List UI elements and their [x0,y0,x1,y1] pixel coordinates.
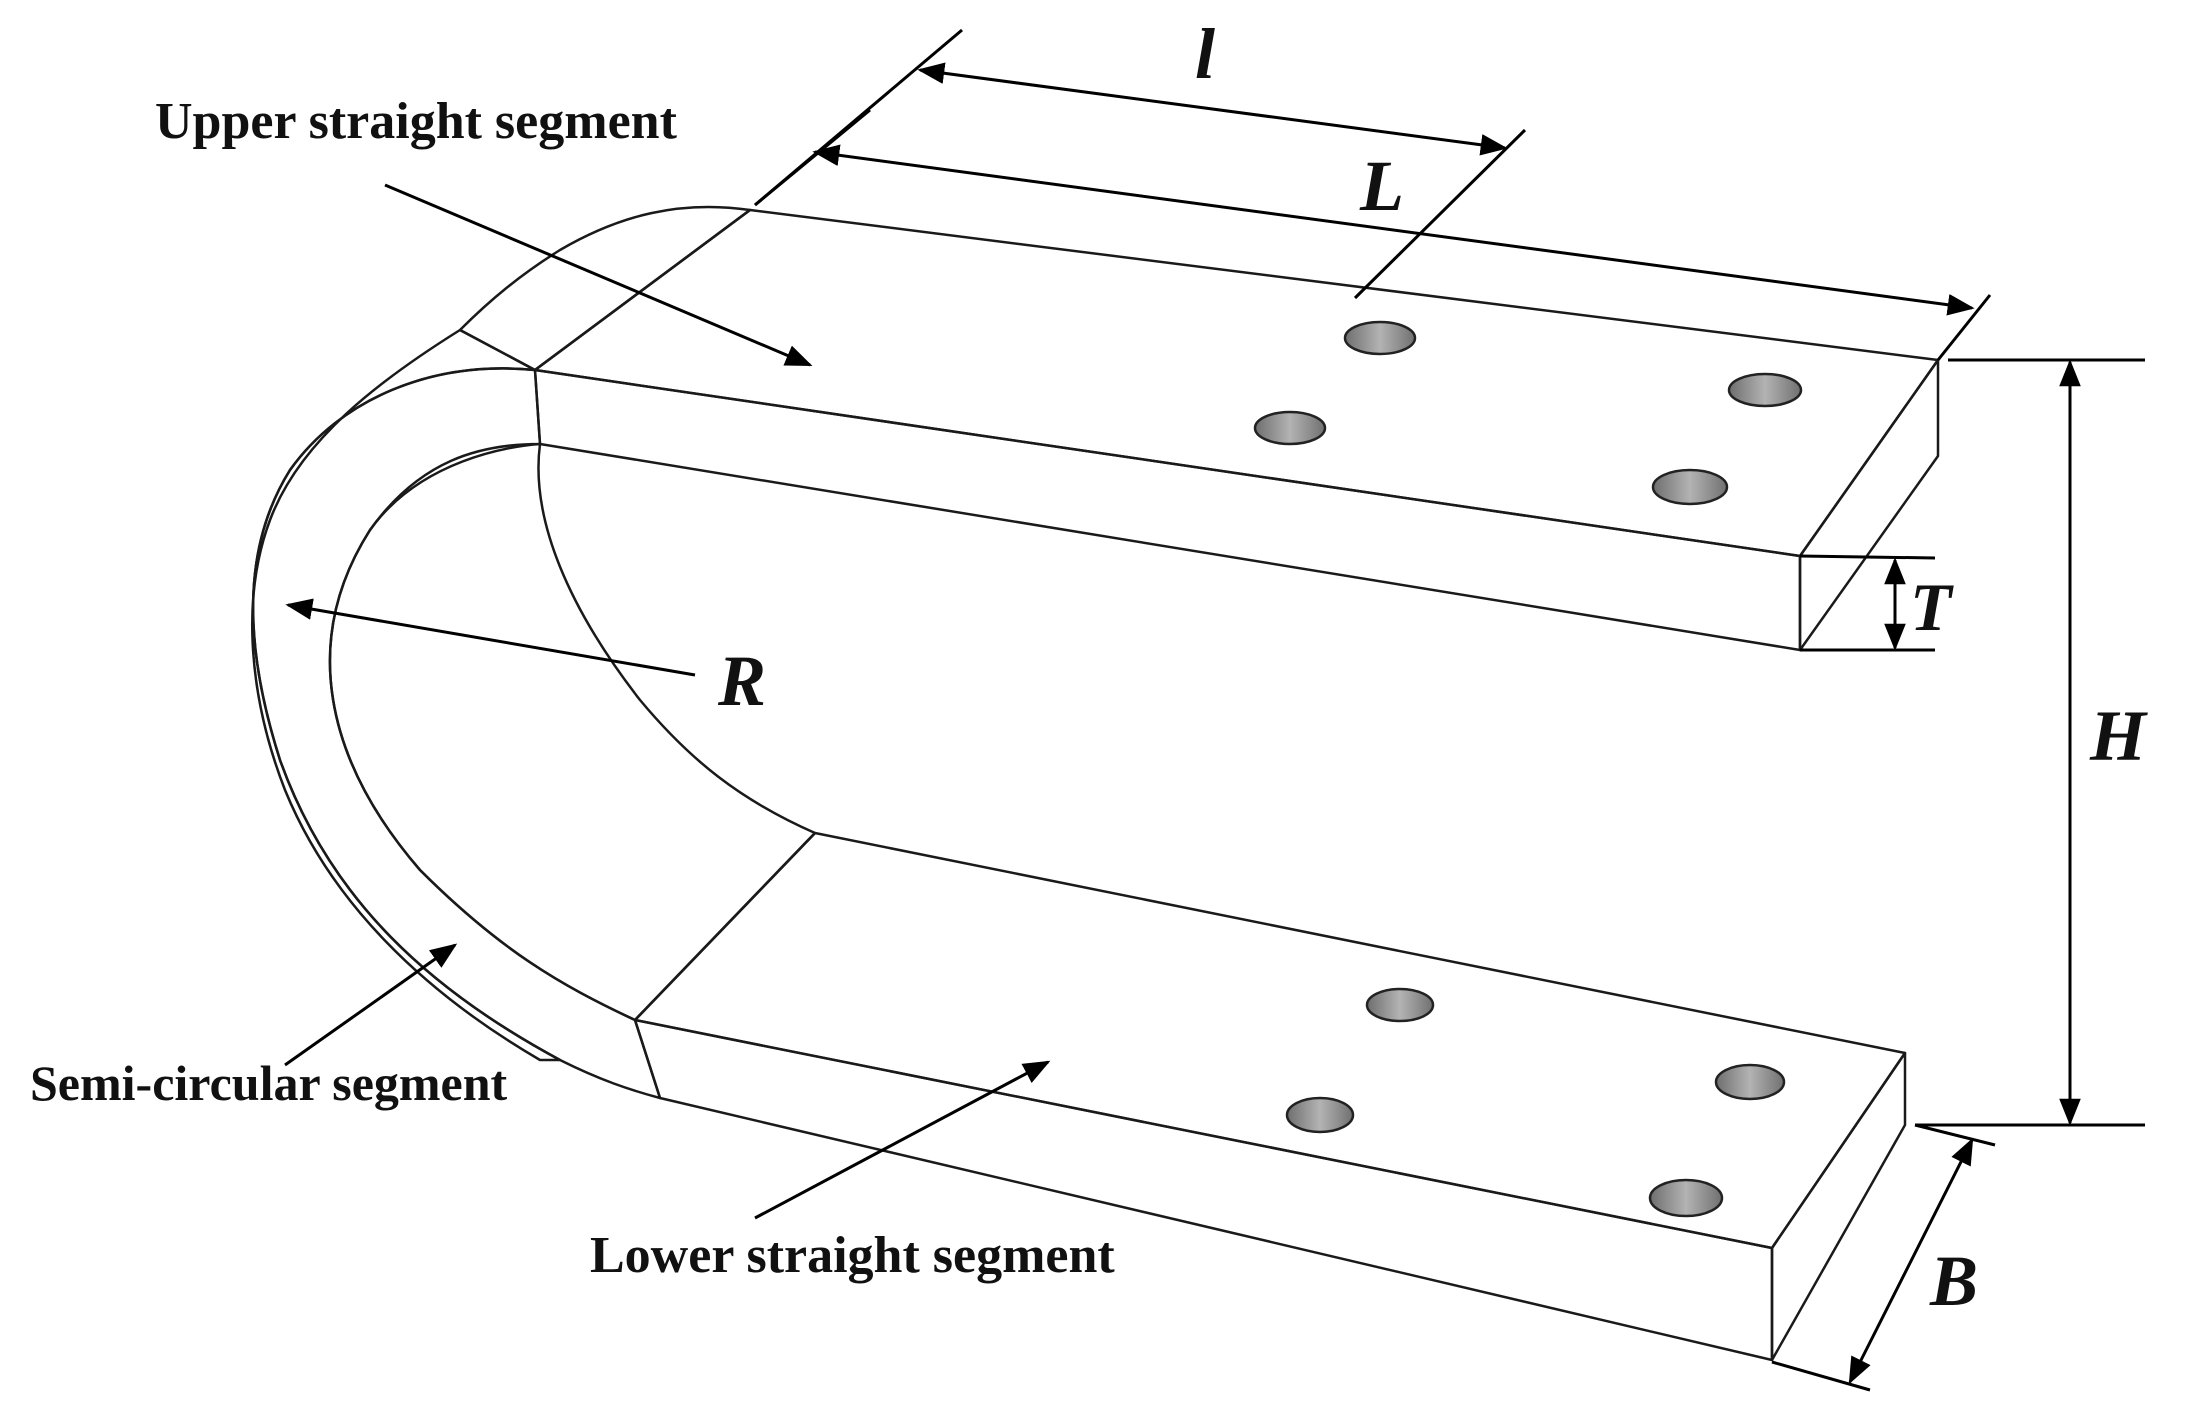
dimension-B [1771,1123,1996,1392]
dimension-T [1799,554,1936,652]
label-semi-circular-segment: Semi-circular segment [30,1055,508,1111]
bracket-body [250,205,1940,1362]
leader-semi-circular [284,943,458,1067]
semi-circular-outer-band [251,367,662,1100]
hole [1253,410,1327,446]
inner-curved-surface [328,442,817,1022]
hole [1365,987,1435,1023]
symbol-T: T [1910,569,1954,645]
hole [1714,1063,1786,1101]
lower-holes [1285,987,1786,1218]
leader-lower-segment [754,1060,1051,1220]
symbol-l: l [1195,14,1215,94]
hole [1285,1096,1355,1134]
bend-top-band [458,205,752,372]
leader-R [285,598,696,677]
dimension-L [754,108,1992,361]
symbol-H: H [2089,696,2148,776]
dimension-l [754,28,1527,300]
symbol-B: B [1929,1241,1978,1321]
hole [1648,1178,1724,1218]
upper-segment-side-face [533,368,1802,652]
upper-holes [1253,320,1803,506]
label-upper-segment: Upper straight segment [155,93,678,150]
upper-segment-top-face [533,208,1940,558]
label-lower-segment: Lower straight segment [590,1227,1115,1284]
upper-seam-line [534,208,751,372]
hole [1343,320,1417,356]
hole [1651,468,1729,506]
symbol-L: L [1359,146,1404,226]
dimension-H [1915,358,2145,1127]
lower-end-face [1770,1051,1907,1362]
semi-circular-outer-edge [250,328,562,1062]
lower-seam-line [634,832,816,1021]
leader-upper-segment [384,183,813,367]
symbol-R: R [717,641,766,721]
hole [1727,372,1803,408]
